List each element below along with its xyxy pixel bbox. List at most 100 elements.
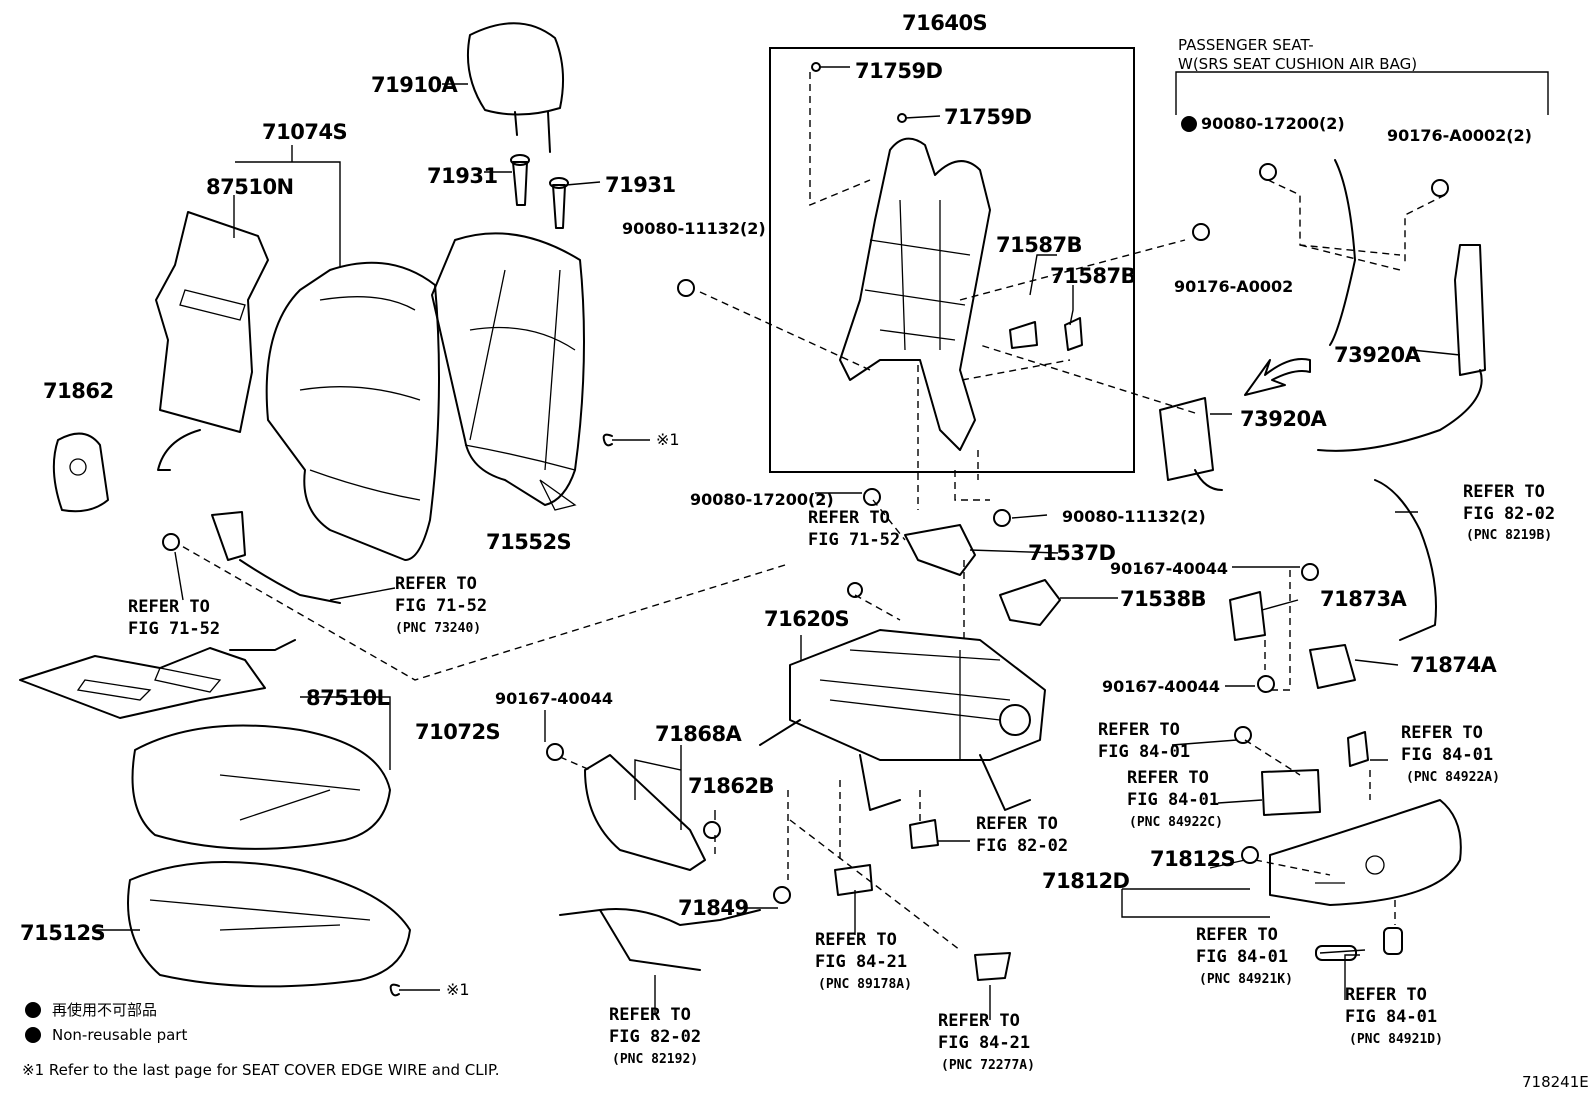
label-90080-11132-mid: 90080-11132(2) <box>1062 507 1206 526</box>
seat-belt-buckle <box>211 511 341 604</box>
headrest-guide-left <box>510 154 530 206</box>
ref11-line1: REFER TO <box>609 1005 691 1025</box>
label-71862B: 71862B <box>688 774 774 798</box>
ref9-line3: (PNC 89178A) <box>818 977 912 992</box>
passenger-seat-subtitle: W(SRS SEAT CUSHION AIR BAG) <box>1178 55 1417 73</box>
ref3-line3: (PNC 73240) <box>395 621 481 636</box>
label-71874A: 71874A <box>1410 653 1498 677</box>
seat-side-cover-inner <box>584 754 706 871</box>
label-71538B: 71538B <box>1120 587 1206 611</box>
label-90176-A0002-2: 90176-A0002(2) <box>1387 126 1532 145</box>
non-reusable-marker <box>1181 116 1197 132</box>
ref7-line2: FIG 84-01 <box>1127 790 1219 810</box>
ref8-line2: FIG 82-02 <box>976 836 1068 856</box>
ref1-line2: FIG 71-52 <box>128 619 220 639</box>
legend: 再使用不可部品 Non-reusable part ※1 Refer to th… <box>22 1001 499 1079</box>
label-71552S: 71552S <box>486 530 571 554</box>
label-71849: 71849 <box>678 896 749 920</box>
ref12-line1: REFER TO <box>938 1011 1020 1031</box>
label-71931-right: 71931 <box>605 173 676 197</box>
fasteners <box>162 62 1449 904</box>
ref13-line1: REFER TO <box>1345 985 1427 1005</box>
ref2-line1: REFER TO <box>808 508 890 528</box>
diagram-id: 718241E <box>1522 1073 1589 1091</box>
ref6-line1: REFER TO <box>1401 723 1483 743</box>
ref9-line1: REFER TO <box>815 930 897 950</box>
recliner-knob <box>1315 945 1357 961</box>
lever-knob <box>1383 927 1403 955</box>
seat-cushion-pad <box>127 861 411 988</box>
ref12-line3: (PNC 72277A) <box>941 1058 1035 1073</box>
ref5-line1: REFER TO <box>1098 720 1180 740</box>
label-90167-40044-c: 90167-40044 <box>495 689 613 708</box>
ref7-line3: (PNC 84922C) <box>1129 815 1223 830</box>
ref4-line3: (PNC 8219B) <box>1466 528 1552 543</box>
label-90176-A0002: 90176-A0002 <box>1174 277 1293 296</box>
legend-dot-jp <box>25 1002 41 1018</box>
passenger-seat-bracket <box>1175 71 1549 115</box>
clip-ref-mark-lower: ※1 <box>446 980 470 999</box>
ref9-line2: FIG 84-21 <box>815 952 907 972</box>
ref1-line1: REFER TO <box>128 597 210 617</box>
seat-cushion-heater-pad <box>19 639 296 719</box>
label-71072S: 71072S <box>415 720 500 744</box>
legend-footnote: ※1 Refer to the last page for SEAT COVER… <box>22 1061 499 1079</box>
legend-dot-en <box>25 1027 41 1043</box>
legend-en-text: Non-reusable part <box>52 1026 187 1044</box>
label-73920A: 73920A <box>1240 407 1328 431</box>
label-71868A: 71868A <box>655 722 743 746</box>
label-71910A: 71910A <box>371 73 459 97</box>
refer-callouts: REFER TO FIG 71-52 REFER TO FIG 71-52 RE… <box>128 482 1555 1073</box>
ref3-line1: REFER TO <box>395 574 477 594</box>
label-71862: 71862 <box>43 379 114 403</box>
ref5-line2: FIG 84-01 <box>1098 742 1190 762</box>
direction-arrow <box>1244 358 1311 396</box>
ref13-line2: FIG 84-01 <box>1345 1007 1437 1027</box>
label-71512S: 71512S <box>20 921 105 945</box>
ref3-line2: FIG 71-52 <box>395 596 487 616</box>
label-90080-17200-top: 90080-17200(2) <box>1201 114 1345 133</box>
label-90080-11132-top: 90080-11132(2) <box>622 219 766 238</box>
clip-symbols <box>389 433 613 997</box>
ref6-line2: FIG 84-01 <box>1401 745 1493 765</box>
passenger-airbag-module <box>1317 244 1486 452</box>
ref7-line1: REFER TO <box>1127 768 1209 788</box>
seatback-frame <box>839 137 991 451</box>
label-71759D-top: 71759D <box>855 59 943 83</box>
seat-cushion-frame <box>759 629 1046 811</box>
ref4-line2: FIG 82-02 <box>1463 504 1555 524</box>
label-71812S: 71812S <box>1150 847 1235 871</box>
seatback-cover <box>265 261 440 561</box>
label-71537D: 71537D <box>1028 541 1116 565</box>
side-support-part <box>52 432 109 513</box>
clip-ref-mark-upper: ※1 <box>656 430 680 449</box>
seat-wire-harness <box>559 908 761 971</box>
label-87510N: 87510N <box>206 175 294 199</box>
small-brackets <box>834 159 1437 981</box>
seat-cushion-cover <box>131 724 391 850</box>
side-airbag-assy <box>1159 397 1223 491</box>
ref6-line3: (PNC 84922A) <box>1406 770 1500 785</box>
label-71074S: 71074S <box>262 120 347 144</box>
seatback-frame-box <box>769 47 1135 473</box>
headrest-guide-right <box>549 177 569 229</box>
ref13-line3: (PNC 84921D) <box>1349 1032 1443 1047</box>
label-71873A: 71873A <box>1320 587 1408 611</box>
label-71931-left: 71931 <box>427 164 498 188</box>
headrest <box>466 22 564 153</box>
ref12-line2: FIG 84-21 <box>938 1033 1030 1053</box>
seat-side-shield <box>1269 799 1462 906</box>
ref11-line3: (PNC 82192) <box>612 1052 698 1067</box>
label-90167-40044-b: 90167-40044 <box>1102 677 1220 696</box>
part-labels: 71640S 71910A 71074S 87510N 71931 71931 … <box>20 11 1532 945</box>
ref11-line2: FIG 82-02 <box>609 1027 701 1047</box>
ref4-line1: REFER TO <box>1463 482 1545 502</box>
seatback-pad <box>431 232 585 511</box>
label-71812D: 71812D <box>1042 869 1130 893</box>
passenger-seat-title: PASSENGER SEAT- <box>1178 36 1314 54</box>
label-71620S: 71620S <box>764 607 849 631</box>
ref2-line2: FIG 71-52 <box>808 530 900 550</box>
legend-jp-text: 再使用不可部品 <box>52 1001 157 1019</box>
label-90080-17200-mid: 90080-17200(2) <box>690 490 834 509</box>
